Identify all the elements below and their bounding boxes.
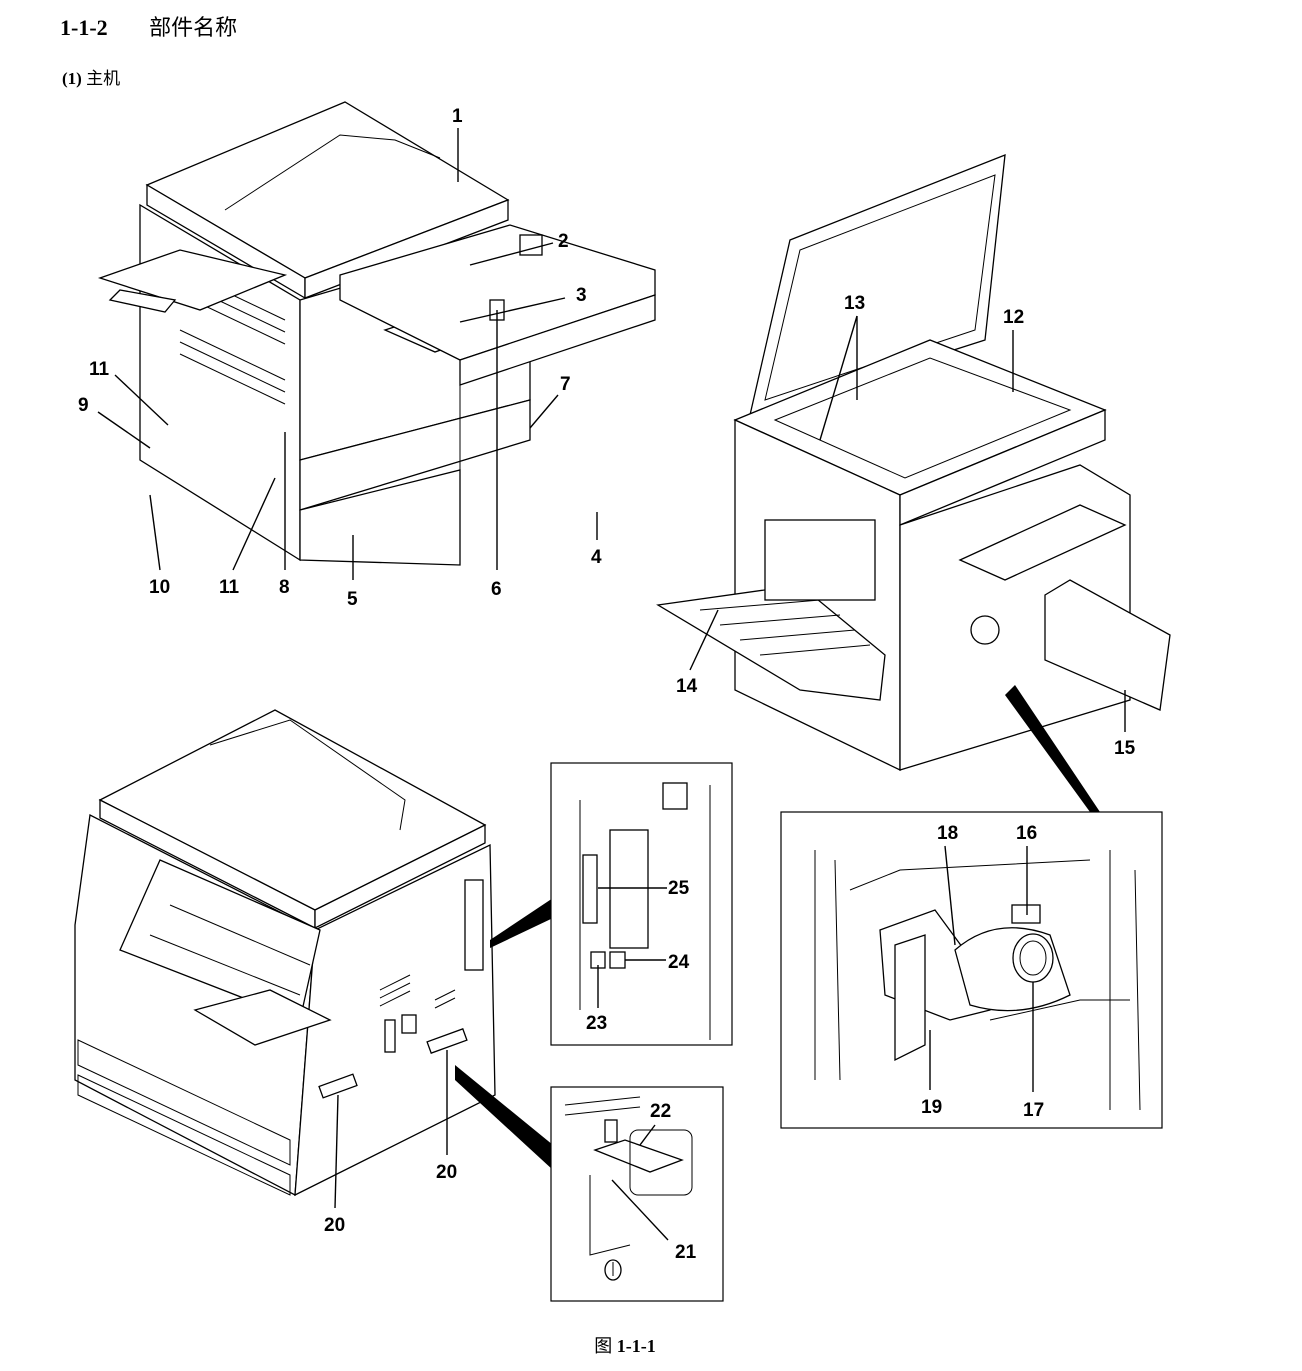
callout-11-bottom: 11 [219,577,240,598]
subsection-title: 主机 [86,69,121,89]
callout-labels: 1 2 3 4 5 6 7 8 9 10 11 11 12 13 14 15 1… [78,106,1136,1263]
inset-toner [780,685,1163,1129]
figure-caption-number: 1-1-1 [616,1336,656,1356]
section-title: 部件名称 [149,16,238,41]
callout-18: 18 [937,823,958,844]
open-view-drawing [656,153,1171,772]
figure-caption-prefix: 图 [594,1336,613,1357]
callout-11-top: 11 [89,359,110,380]
rear-view-drawing [74,709,496,1197]
callout-6: 6 [491,579,502,600]
callout-14: 14 [676,676,698,697]
inset-power-switch [455,1065,724,1302]
callout-7: 7 [560,374,571,395]
callout-24: 24 [668,952,690,973]
leader-lines [97,128,1126,1209]
inset-interface [490,762,733,1046]
callout-20-left: 20 [324,1215,345,1236]
callout-1: 1 [452,106,463,127]
subsection-number: (1) [62,69,82,88]
callout-12: 12 [1003,307,1024,328]
callout-3: 3 [576,285,587,306]
callout-16: 16 [1016,823,1037,844]
section-heading: 1-1-2 部件名称 [60,10,237,42]
callout-4: 4 [591,547,602,568]
callout-10: 10 [149,577,170,598]
callout-5: 5 [347,589,358,610]
callout-8: 8 [279,577,290,598]
callout-20-right: 20 [436,1162,457,1183]
callout-15: 15 [1114,738,1136,759]
callout-2: 2 [558,231,569,252]
subsection-heading: (1) 主机 [62,64,120,89]
callout-25: 25 [668,878,690,899]
figure-caption: 图 1-1-1 [0,1332,1250,1358]
callout-23: 23 [586,1013,607,1034]
callout-9: 9 [78,395,89,416]
section-number: 1-1-2 [60,15,108,40]
callout-17: 17 [1023,1100,1044,1121]
callout-21: 21 [675,1242,697,1263]
callout-22: 22 [650,1101,671,1122]
callout-13: 13 [844,293,865,314]
callout-19: 19 [921,1097,942,1118]
front-view-drawing [97,101,656,566]
